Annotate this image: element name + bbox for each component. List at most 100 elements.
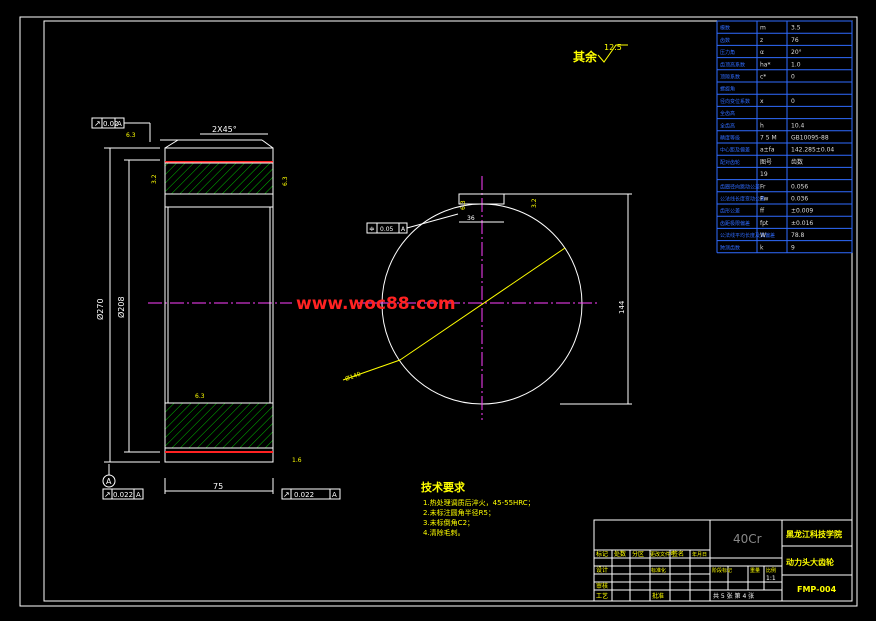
tb-label: 工艺 (596, 592, 608, 600)
table-cell: 0 (791, 98, 795, 105)
table-cell: a±fa (760, 147, 775, 154)
table-cell: x (760, 98, 764, 105)
dim-inner-diameter: Ø208 (116, 296, 126, 318)
table-cell: GB10095-88 (791, 135, 829, 142)
table-cell: 142.285±0.04 (791, 147, 834, 154)
tb-label: 标记 (596, 550, 608, 558)
table-cell: 10.4 (791, 122, 805, 129)
dim-bore: Ø140 (344, 371, 362, 383)
tb-label: 批准 (652, 592, 664, 600)
tb-label: 比例 (766, 567, 776, 574)
table-cell: 配对齿轮 (720, 159, 740, 166)
dim-width: 75 (213, 482, 223, 491)
scale: 1:1 (766, 575, 776, 582)
surface-finish-label: 其余 (573, 49, 598, 64)
part-name: 动力头大齿轮 (786, 557, 834, 567)
table-cell: 精度等级 (720, 135, 740, 142)
school-name: 黑龙江科技学院 (786, 529, 842, 539)
svg-text:≑: ≑ (369, 225, 375, 233)
table-cell: 1.0 (791, 61, 801, 68)
gdt-runout-bottom-left: 0.022 (113, 491, 133, 499)
table-cell: ha* (760, 61, 770, 68)
tb-label: 签名 (672, 550, 684, 558)
table-cell: 螺旋角 (720, 86, 735, 93)
tech-req-item: 3.未标倒角C2； (423, 518, 474, 527)
gdt-runout-top: 0.02 (103, 120, 119, 128)
roughness-inner: 6.3 (195, 393, 205, 400)
svg-text:↗: ↗ (94, 119, 101, 128)
table-cell: 公法线平均长度及其偏差 (720, 232, 775, 239)
table-cell: 0.056 (791, 183, 808, 190)
table-cell: 0 (791, 74, 795, 81)
drawing-number: FMP-004 (797, 585, 837, 594)
tb-label: 更改文件号 (650, 551, 675, 558)
table-cell: k (760, 244, 764, 251)
table-cell: ±0.009 (791, 208, 813, 215)
table-cell: ±0.016 (791, 220, 813, 227)
table-cell: 齿形公差 (720, 208, 740, 215)
table-cell: Fw (760, 196, 768, 203)
roughness-keyway-right: 3.2 (531, 198, 538, 208)
table-cell: 中心距及偏差 (720, 147, 750, 154)
tb-label: 审核 (596, 582, 608, 590)
title-block: 40Cr 黑龙江科技学院 动力头大齿轮 FMP-004 1:1 共 5 张 第 … (593, 519, 853, 602)
table-cell: 19 (760, 171, 768, 178)
table-cell: 压力角 (720, 49, 735, 56)
table-cell: 跨测齿数 (720, 244, 740, 251)
table-cell: 0.036 (791, 196, 808, 203)
table-cell: 9 (791, 244, 795, 251)
tb-label: 设计 (596, 566, 608, 574)
keyway-width: 36 (467, 215, 475, 222)
table-cell: 齿距极限偏差 (720, 220, 750, 227)
table-cell: 公法线长度变动公差 (720, 196, 765, 203)
tb-label: 标准化 (651, 567, 666, 574)
tech-req-item: 4.清除毛刺。 (423, 528, 465, 537)
table-cell: ff (760, 208, 765, 215)
table-cell: 齿数 (791, 158, 803, 166)
sheet-count: 共 5 张 第 4 张 (713, 592, 754, 600)
symmetry-tol: 0.05 (380, 226, 394, 233)
section-view: Ø270 Ø208 75 2X45° ↗ 0.02 A 6.3 3.2 6.3 … (91, 117, 341, 500)
table-cell: 径向变位系数 (720, 98, 750, 105)
dim-keyway-depth: 144 (618, 300, 626, 314)
table-cell: fpt (760, 220, 769, 227)
tb-label: 重量 (750, 567, 760, 574)
roughness-side-left: 3.2 (151, 174, 158, 184)
gdt-runout-bottom-right: 0.022 (294, 491, 314, 499)
tech-req-item: 1.热处理调质后淬火，45-55HRC； (423, 498, 535, 507)
table-cell: 76 (791, 37, 799, 44)
table-cell: 齿圈径向跳动公差 (720, 183, 760, 190)
table-cell: m (760, 25, 766, 32)
table-cell: 齿数 (720, 37, 730, 44)
table-cell: 顶隙系数 (720, 74, 740, 81)
table-cell: W (760, 232, 766, 239)
watermark: www.woc88.com (296, 294, 456, 314)
symmetry-datum: A (401, 226, 406, 233)
table-cell: 全齿高 (720, 122, 735, 129)
table-cell: z (760, 37, 763, 44)
chamfer-label: 2X45° (212, 125, 237, 134)
inner-frame (43, 20, 853, 602)
outer-frame (19, 16, 858, 607)
roughness-side-right: 6.3 (282, 176, 289, 186)
datum-a-label: A (106, 477, 112, 486)
tb-label: 阶段标记 (712, 567, 732, 574)
table-cell: 齿顶高系数 (720, 61, 745, 68)
dim-outer-diameter: Ø270 (95, 298, 105, 320)
table-cell: Fr (760, 183, 766, 190)
tech-req-title: 技术要求 (421, 480, 466, 494)
roughness-top: 6.3 (126, 132, 136, 139)
material: 40Cr (733, 532, 762, 546)
tb-label: 年月日 (692, 551, 707, 558)
roughness-keyway-left: 6.3 (460, 200, 467, 210)
table-cell: h (760, 122, 764, 129)
gdt-datum-br: A (332, 491, 337, 499)
tb-label: 处数 (614, 550, 626, 558)
gdt-datum-bl: A (136, 491, 141, 499)
surface-finish-value: 12.5 (604, 43, 622, 52)
gdt-datum-top: A (117, 120, 122, 128)
tech-req-item: 2.未标注圆角半径R5； (423, 508, 495, 517)
table-cell: c* (760, 74, 766, 81)
